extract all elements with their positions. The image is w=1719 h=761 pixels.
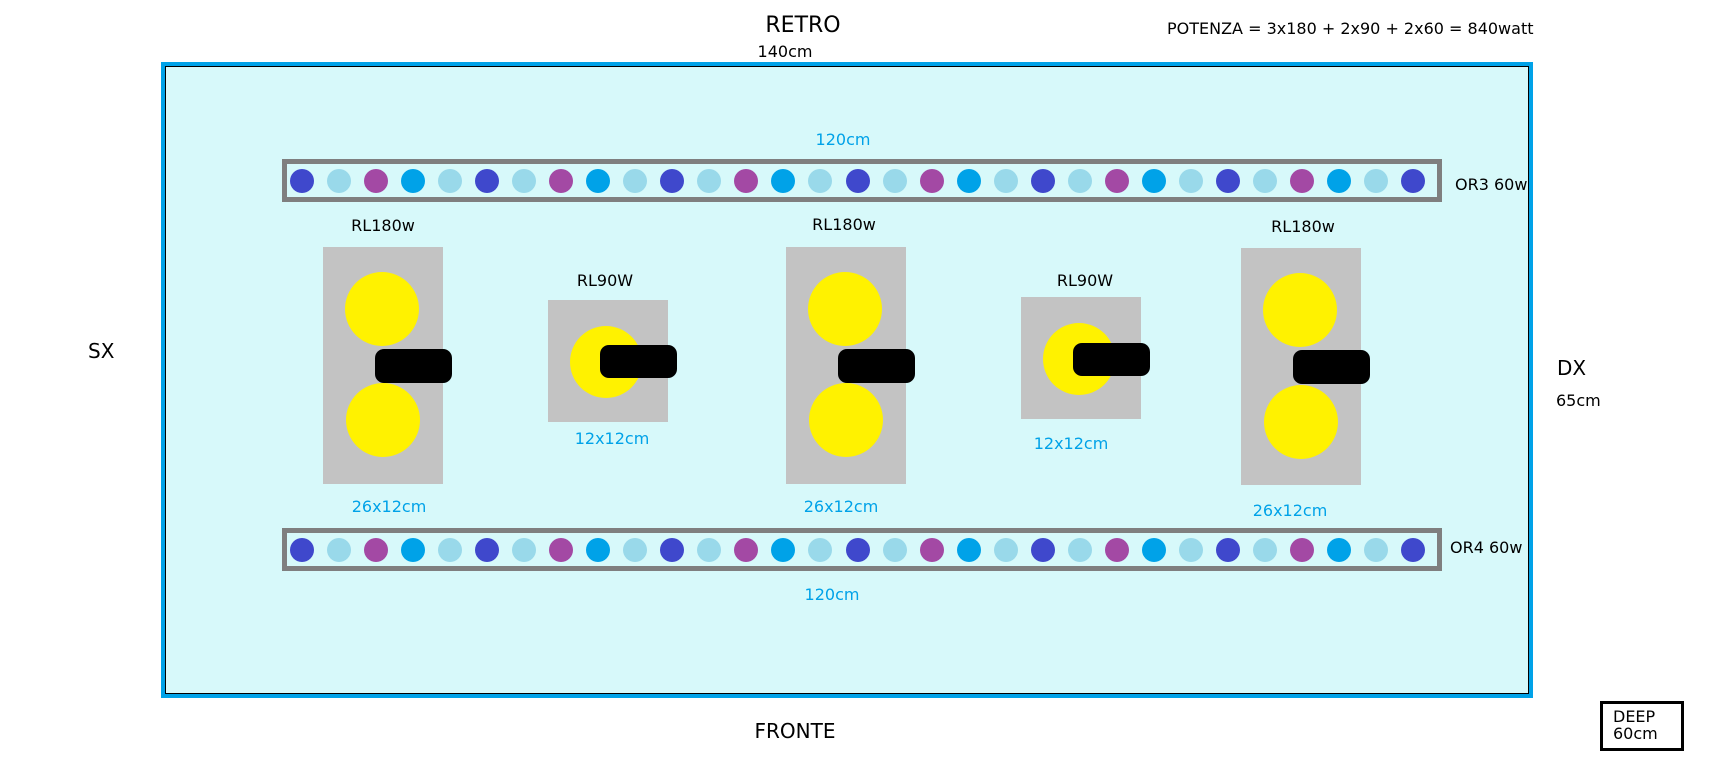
fixture-3-led-bottom <box>809 383 883 457</box>
fixture-5-name: RL180w <box>1271 217 1335 236</box>
led-dot-purple <box>1104 169 1129 193</box>
deep-box: DEEP 60cm <box>1600 701 1684 751</box>
led-dot-light-blue <box>327 169 352 193</box>
led-dot-light-blue <box>1067 538 1092 562</box>
fixture-5-led-top <box>1263 273 1337 347</box>
led-dot-light-blue <box>512 538 537 562</box>
fixture-3-name: RL180w <box>812 215 876 234</box>
led-dot-dark-blue <box>475 169 500 193</box>
led-dot-light-blue <box>882 169 907 193</box>
fixture-1-name: RL180w <box>351 216 415 235</box>
led-dot-light-blue <box>438 169 463 193</box>
led-dot-purple <box>549 169 574 193</box>
led-dot-purple <box>364 169 389 193</box>
led-dot-light-blue <box>327 538 352 562</box>
fixture-1-fan <box>375 349 452 383</box>
bottom-strip-length-label: 120cm <box>804 585 860 604</box>
led-dot-purple <box>1289 169 1314 193</box>
led-dot-cyan <box>1141 538 1166 562</box>
led-dot-light-blue <box>623 538 648 562</box>
led-dot-cyan <box>956 169 981 193</box>
fronte-label: FRONTE <box>754 719 836 743</box>
led-dot-light-blue <box>808 538 833 562</box>
led-dot-light-blue <box>512 169 537 193</box>
led-dot-dark-blue <box>290 169 314 193</box>
led-dot-cyan <box>956 538 981 562</box>
retro-width-label: 140cm <box>757 42 813 61</box>
led-dot-cyan <box>771 538 796 562</box>
led-dot-light-blue <box>993 538 1018 562</box>
led-dot-light-blue <box>1178 169 1203 193</box>
deep-value: 60cm <box>1613 723 1658 743</box>
fixture-1-led-bottom <box>346 383 420 457</box>
led-dot-light-blue <box>1252 538 1277 562</box>
led-dot-light-blue <box>808 169 833 193</box>
led-dot-light-blue <box>993 169 1018 193</box>
led-dot-purple <box>919 538 944 562</box>
led-dot-purple <box>734 169 759 193</box>
led-dot-light-blue <box>1252 169 1277 193</box>
bottom-strip-name: OR4 60w <box>1450 538 1523 557</box>
led-dot-purple <box>364 538 389 562</box>
led-dot-dark-blue <box>660 538 685 562</box>
led-dot-cyan <box>401 169 426 193</box>
led-dot-dark-blue <box>1030 169 1055 193</box>
power-formula: POTENZA = 3x180 + 2x90 + 2x60 = 840watt <box>1167 19 1534 38</box>
sx-label: SX <box>88 339 115 363</box>
fixture-1-led-top <box>345 272 419 346</box>
led-dot-light-blue <box>1178 538 1203 562</box>
led-dot-dark-blue <box>1401 538 1425 562</box>
led-dot-dark-blue <box>845 169 870 193</box>
fixture-1-size: 26x12cm <box>351 497 427 516</box>
led-dot-dark-blue <box>290 538 314 562</box>
fixture-5-led-bottom <box>1264 385 1338 459</box>
led-dot-purple <box>549 538 574 562</box>
fixture-5-fan <box>1293 350 1370 384</box>
fixture-4-size: 12x12cm <box>1033 434 1109 453</box>
led-dot-dark-blue <box>475 538 500 562</box>
led-dot-dark-blue <box>1030 538 1055 562</box>
led-dot-dark-blue <box>660 169 685 193</box>
dx-depth-label: 65cm <box>1556 391 1601 410</box>
fixture-5-size: 26x12cm <box>1252 501 1328 520</box>
led-dot-light-blue <box>438 538 463 562</box>
led-dot-light-blue <box>882 538 907 562</box>
top-strip-name: OR3 60w <box>1455 175 1528 194</box>
led-dot-light-blue <box>1067 169 1092 193</box>
fixture-2-fan <box>600 345 677 378</box>
led-dot-cyan <box>586 169 611 193</box>
led-dot-purple <box>1104 538 1129 562</box>
led-dot-dark-blue <box>845 538 870 562</box>
led-strip-or3 <box>282 159 1442 202</box>
led-dot-cyan <box>1141 169 1166 193</box>
led-dot-purple <box>734 538 759 562</box>
led-dot-light-blue <box>697 169 722 193</box>
fixture-4-fan <box>1073 343 1150 376</box>
fixture-2-name: RL90W <box>576 271 634 290</box>
fixture-2-size: 12x12cm <box>574 429 650 448</box>
led-dot-light-blue <box>623 169 648 193</box>
led-dot-light-blue <box>1363 169 1388 193</box>
led-dot-purple <box>1289 538 1314 562</box>
led-dot-cyan <box>586 538 611 562</box>
fixture-3-led-top <box>808 272 882 346</box>
fixture-4-name: RL90W <box>1056 271 1114 290</box>
led-dot-light-blue <box>1363 538 1388 562</box>
retro-label: RETRO <box>765 13 841 38</box>
fixture-3-fan <box>838 349 915 383</box>
led-dot-cyan <box>401 538 426 562</box>
led-strip-or4 <box>282 528 1442 571</box>
dx-label: DX <box>1557 356 1587 380</box>
led-dot-purple <box>919 169 944 193</box>
led-dot-cyan <box>1326 538 1351 562</box>
deep-title: DEEP <box>1613 707 1656 726</box>
led-dot-light-blue <box>697 538 722 562</box>
led-dot-dark-blue <box>1401 169 1425 193</box>
led-dot-dark-blue <box>1215 538 1240 562</box>
led-dot-dark-blue <box>1215 169 1240 193</box>
led-dot-cyan <box>1326 169 1351 193</box>
fixture-3-size: 26x12cm <box>803 497 879 516</box>
led-dot-cyan <box>771 169 796 193</box>
top-strip-length-label: 120cm <box>815 130 871 149</box>
